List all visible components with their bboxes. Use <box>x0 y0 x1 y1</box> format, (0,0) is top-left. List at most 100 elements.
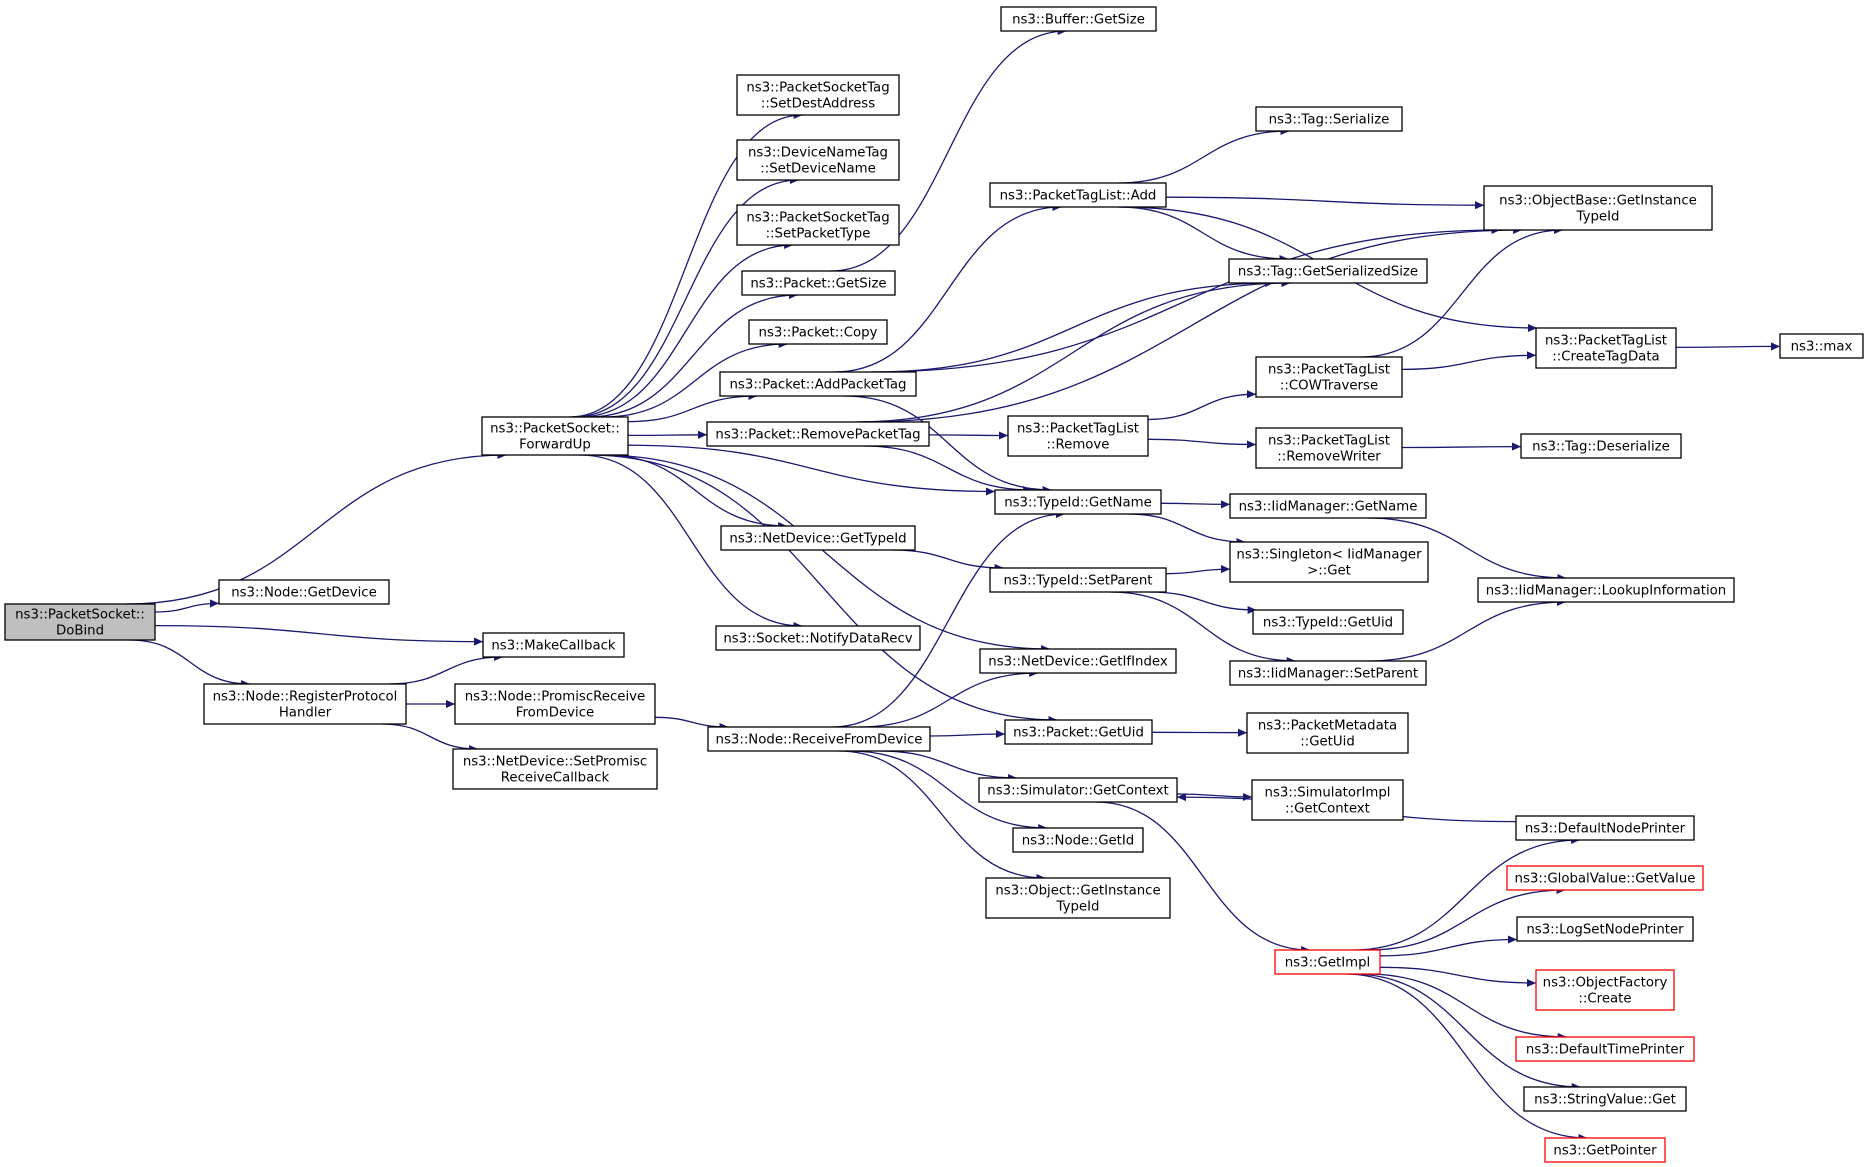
node-simimplgetcontext[interactable]: ns3::SimulatorImpl::GetContext <box>1251 779 1404 821</box>
node-typeidgetname[interactable]: ns3::TypeId::GetName <box>994 489 1162 515</box>
call-edge-removepackettag-to-taggetserializedsize <box>855 278 1291 423</box>
node-getifindex[interactable]: ns3::NetDevice::GetIfIndex <box>979 648 1177 674</box>
node-defaultnodeprinter[interactable]: ns3::DefaultNodePrinter <box>1515 815 1695 841</box>
node-box <box>707 726 931 752</box>
call-edge-forwardup-to-addpackettag <box>627 391 758 423</box>
node-simgetcontext[interactable]: ns3::Simulator::GetContext <box>978 777 1178 803</box>
node-max[interactable]: ns3::max <box>1779 333 1864 359</box>
node-stringvalueget[interactable]: ns3::StringValue::Get <box>1523 1086 1687 1112</box>
node-label-line: ns3::Packet::RemovePacketTag <box>715 428 920 443</box>
node-forwardup[interactable]: ns3::PacketSocket::ForwardUp <box>481 416 629 456</box>
node-label-line: ns3::PacketTagList <box>1017 422 1139 437</box>
node-typeidsetparent[interactable]: ns3::TypeId::SetParent <box>989 567 1167 593</box>
call-edge-receivefromdevice-to-objgetinstancetypeid <box>838 750 1046 883</box>
node-box <box>218 579 390 605</box>
node-label-line: ns3::Packet::GetUid <box>1013 726 1144 741</box>
node-packetgetsize[interactable]: ns3::Packet::GetSize <box>741 270 896 296</box>
node-box <box>1255 427 1403 469</box>
node-createtagdata[interactable]: ns3::PacketTagList::CreateTagData <box>1535 327 1677 369</box>
call-edge-forwardup-to-setpackettype <box>578 240 794 418</box>
node-setpromisc[interactable]: ns3::NetDevice::SetPromiscReceiveCallbac… <box>452 748 658 790</box>
node-box <box>1520 433 1682 459</box>
node-box <box>994 489 1162 515</box>
node-box <box>1535 327 1677 369</box>
call-edge-iidsetparent-to-lookupinformation <box>1368 597 1566 662</box>
node-box <box>452 748 658 790</box>
node-getpointer[interactable]: ns3::GetPointer <box>1544 1137 1666 1163</box>
node-box <box>715 625 921 651</box>
node-addpackettag[interactable]: ns3::Packet::AddPacketTag <box>719 371 917 397</box>
node-cowtraverse[interactable]: ns3::PacketTagList::COWTraverse <box>1255 356 1403 398</box>
node-singletonget[interactable]: ns3::Singleton< IidManager>::Get <box>1229 541 1429 583</box>
node-buffergetsize[interactable]: ns3::Buffer::GetSize <box>1000 6 1157 32</box>
node-label-line: ns3::GlobalValue::GetValue <box>1515 872 1696 887</box>
node-ptladd[interactable]: ns3::PacketTagList::Add <box>989 182 1167 208</box>
node-iidgetname[interactable]: ns3::IidManager::GetName <box>1229 493 1427 519</box>
node-label-line: TypeId <box>1056 900 1100 915</box>
node-box <box>203 683 407 725</box>
call-edge-typeidgetname-to-iidgetname <box>1160 500 1231 509</box>
node-logsetnodeprinter[interactable]: ns3::LogSetNodePrinter <box>1516 916 1694 942</box>
call-edge-receivefromdevice-to-typeidgetname <box>832 509 1065 728</box>
node-box <box>1544 1137 1666 1163</box>
node-packetcopy[interactable]: ns3::Packet::Copy <box>748 319 888 345</box>
call-edge-receivefromdevice-to-simgetcontext <box>879 750 1018 783</box>
node-setdestaddress[interactable]: ns3::PacketSocketTag::SetDestAddress <box>736 74 900 116</box>
node-pktmetagetuid[interactable]: ns3::PacketMetadata::GetUid <box>1246 712 1409 754</box>
node-box <box>1004 719 1153 745</box>
node-lookupinformation[interactable]: ns3::IidManager::LookupInformation <box>1477 577 1735 603</box>
node-receivefromdevice[interactable]: ns3::Node::ReceiveFromDevice <box>707 726 931 752</box>
node-taggetserializedsize[interactable]: ns3::Tag::GetSerializedSize <box>1228 258 1428 284</box>
call-edge-ptladd-to-taggetserializedsize <box>1117 206 1289 264</box>
node-globalvaluegetvalue[interactable]: ns3::GlobalValue::GetValue <box>1506 865 1704 891</box>
call-edge-forwardup-to-packetgetsize <box>587 290 798 418</box>
node-label-line: ns3::PacketSocketTag <box>746 211 889 226</box>
node-dobind[interactable]: ns3::PacketSocket::DoBind <box>4 603 156 641</box>
node-box <box>1506 865 1704 891</box>
node-label-line: ns3::IidManager::GetName <box>1239 500 1418 515</box>
node-box <box>1515 1036 1695 1062</box>
node-nodegetid[interactable]: ns3::Node::GetId <box>1012 827 1144 853</box>
node-objectfactorycreate[interactable]: ns3::ObjectFactory::Create <box>1535 969 1675 1011</box>
node-label-line: ns3::Node::RegisterProtocol <box>213 690 398 705</box>
call-edge-forwardup-to-typeidgetname <box>627 444 996 496</box>
call-edge-promiscreceive-to-receivefromdevice <box>654 716 729 732</box>
node-label-line: ns3::Packet::GetSize <box>750 277 886 292</box>
node-defaulttimeprinter[interactable]: ns3::DefaultTimePrinter <box>1515 1036 1695 1062</box>
node-notifydatarecv[interactable]: ns3::Socket::NotifyDataRecv <box>715 625 921 651</box>
node-removewriter[interactable]: ns3::PacketTagList::RemoveWriter <box>1255 427 1403 469</box>
node-label-line: ::COWTraverse <box>1280 379 1378 394</box>
node-removepackettag[interactable]: ns3::Packet::RemovePacketTag <box>706 421 930 447</box>
node-nodegetdevice[interactable]: ns3::Node::GetDevice <box>218 579 390 605</box>
node-label-line: ForwardUp <box>519 438 591 453</box>
call-edge-registerprotocol-to-setpromisc <box>381 723 479 754</box>
node-box <box>706 421 930 447</box>
node-iidsetparent[interactable]: ns3::IidManager::SetParent <box>1229 660 1427 686</box>
node-label-line: ns3::PacketSocket:: <box>15 608 145 623</box>
node-label-line: ns3::Socket::NotifyDataRecv <box>723 632 912 647</box>
node-packetgetuid[interactable]: ns3::Packet::GetUid <box>1004 719 1153 745</box>
node-ptlremove[interactable]: ns3::PacketTagList::Remove <box>1007 415 1149 457</box>
node-label-line: ns3::PacketTagList::Add <box>1000 189 1157 204</box>
call-edge-cowtraverse-to-objbasegetinstancetypeid <box>1360 225 1564 358</box>
node-makecallback[interactable]: ns3::MakeCallback <box>482 632 625 658</box>
node-box <box>741 270 896 296</box>
node-box <box>1535 969 1675 1011</box>
call-edge-dobind-to-registerprotocol <box>129 639 251 689</box>
node-setpackettype[interactable]: ns3::PacketSocketTag::SetPacketType <box>736 204 900 246</box>
node-tagdeserialize[interactable]: ns3::Tag::Deserialize <box>1520 433 1682 459</box>
call-edge-simgetcontext-to-getimpl <box>1095 801 1311 955</box>
node-box <box>1012 827 1144 853</box>
node-netdevgettypeid[interactable]: ns3::NetDevice::GetTypeId <box>720 525 916 551</box>
node-getimpl[interactable]: ns3::GetImpl <box>1274 949 1381 975</box>
node-tagserialize[interactable]: ns3::Tag::Serialize <box>1255 106 1403 132</box>
node-label-line: >::Get <box>1307 564 1351 579</box>
node-typeidgetuid[interactable]: ns3::TypeId::GetUid <box>1252 609 1404 635</box>
node-setdevicename[interactable]: ns3::DeviceNameTag::SetDeviceName <box>736 139 900 181</box>
call-edge-getimpl-to-defaulttimeprinter <box>1365 973 1567 1042</box>
call-edge-simgetcontext-to-simimplgetcontext <box>1176 792 1253 802</box>
